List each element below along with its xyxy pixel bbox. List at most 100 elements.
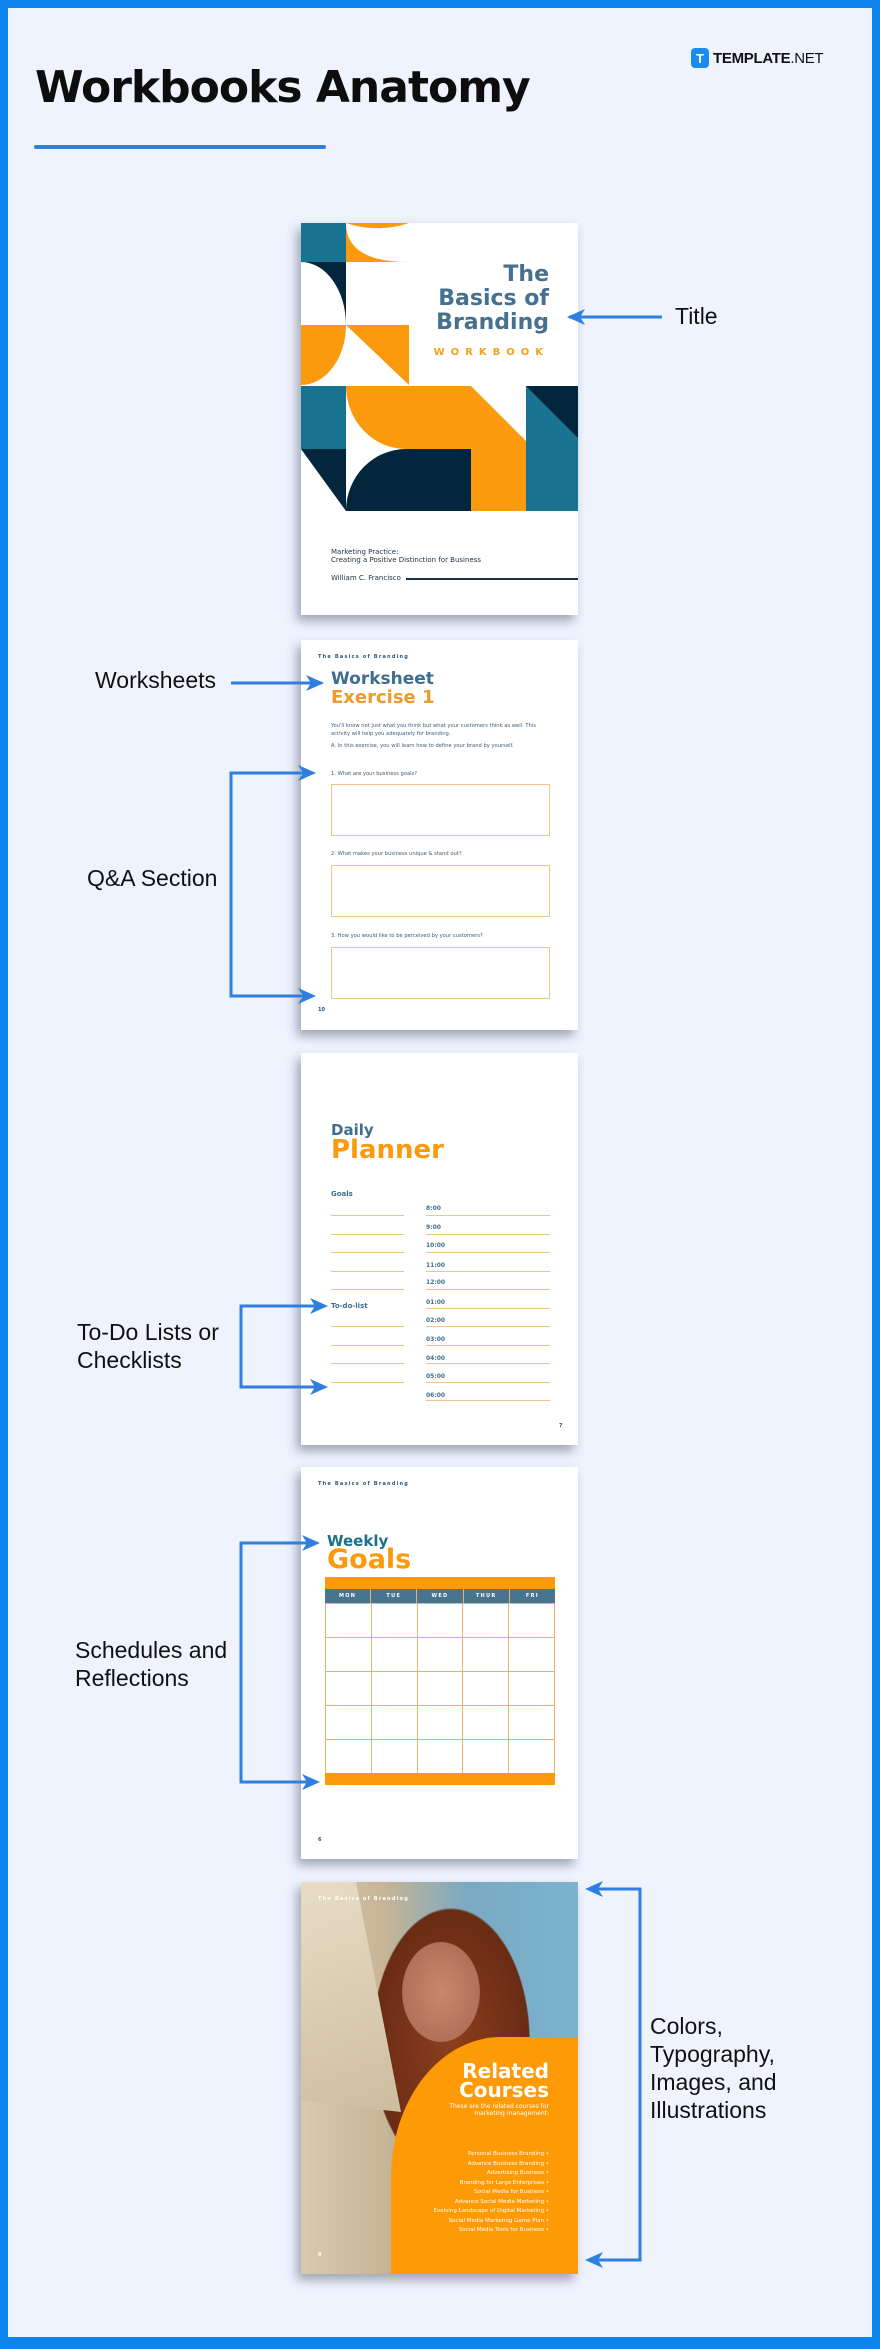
page-number: 10 xyxy=(318,1007,325,1013)
course-item: Advance Social Media Marketing xyxy=(434,2198,549,2208)
page-number: 6 xyxy=(318,1837,322,1843)
time-slot: 9:00 xyxy=(426,1224,441,1231)
weekly-title-small: Weekly xyxy=(327,1532,389,1550)
day-header: TUE xyxy=(371,1589,418,1603)
label-colors-typography: Colors, Typography, Images, and Illustra… xyxy=(650,2013,777,2123)
course-item: Advance Business Branding xyxy=(434,2160,549,2170)
todo-line xyxy=(331,1326,404,1327)
page-number: 8 xyxy=(318,2252,322,2258)
schedule-bracket xyxy=(239,1541,310,1784)
page-title: Workbooks Anatomy xyxy=(35,62,531,113)
day-header: WED xyxy=(417,1589,464,1603)
time-slot: 03:00 xyxy=(426,1336,446,1343)
goal-line xyxy=(331,1271,404,1272)
time-slot: 05:00 xyxy=(426,1373,446,1380)
logo-text: TEMPLATE.NET xyxy=(713,49,824,67)
label-qa-section: Q&A Section xyxy=(87,865,218,891)
answer-box-2 xyxy=(331,865,550,917)
weekly-goals-table: MON TUE WED THUR FRI xyxy=(325,1577,555,1785)
page-number: 7 xyxy=(559,1423,563,1429)
table-row xyxy=(325,1637,555,1671)
answer-box-1 xyxy=(331,784,550,836)
time-line xyxy=(426,1326,550,1327)
time-slot: 06:00 xyxy=(426,1392,446,1399)
goal-line xyxy=(331,1215,404,1216)
time-line xyxy=(426,1215,550,1216)
question-1: 1. What are your business goals? xyxy=(331,771,418,777)
cover-title: The Basics of Branding xyxy=(436,262,549,335)
time-line xyxy=(426,1289,550,1290)
todo-line xyxy=(331,1382,404,1383)
label-title: Title xyxy=(675,303,718,329)
label-worksheets: Worksheets xyxy=(95,667,217,693)
running-head: The Basics of Branding xyxy=(318,654,410,660)
course-item: Personal Business Branding xyxy=(434,2150,549,2160)
todo-heading: To-do-list xyxy=(331,1302,368,1310)
cover-description: Marketing Practice: Creating a Positive … xyxy=(331,548,482,564)
cover-rule xyxy=(406,578,578,580)
question-3: 3. How you would like to be perceived by… xyxy=(331,933,483,939)
time-slot: 8:00 xyxy=(426,1205,441,1212)
time-line xyxy=(426,1345,550,1346)
time-line xyxy=(426,1308,550,1309)
day-header: MON xyxy=(325,1589,372,1603)
time-slot: 01:00 xyxy=(426,1299,446,1306)
running-head: The Basics of Branding xyxy=(318,1481,410,1487)
cover-author: William C. Francisco xyxy=(331,574,401,582)
colors-bracket xyxy=(595,1887,642,2262)
course-item: Branding for Large Enterprises xyxy=(434,2179,549,2189)
table-header: MON TUE WED THUR FRI xyxy=(325,1589,555,1603)
table-row xyxy=(325,1739,555,1773)
time-slot: 02:00 xyxy=(426,1317,446,1324)
worksheet-subtitle: Exercise 1 xyxy=(331,687,435,708)
time-line xyxy=(426,1234,550,1235)
time-line xyxy=(426,1252,550,1253)
answer-box-3 xyxy=(331,947,550,999)
day-header: THUR xyxy=(464,1589,510,1603)
worksheet-title: Worksheet xyxy=(331,669,434,689)
day-header: FRI xyxy=(525,1593,539,1599)
time-line xyxy=(426,1271,550,1272)
logo-badge-icon: T xyxy=(691,48,709,68)
table-row xyxy=(325,1705,555,1739)
table-row xyxy=(325,1603,555,1637)
time-line xyxy=(426,1382,550,1383)
course-item: Social Media Marketing Game Plan xyxy=(434,2217,549,2227)
related-courses-title: Related Courses xyxy=(459,2059,549,2102)
label-schedules: Schedules and Reflections xyxy=(75,1637,228,1691)
label-todo-lists: To-Do Lists or Checklists xyxy=(77,1319,219,1373)
related-courses-page: The Basics of Branding Related Courses T… xyxy=(301,1882,578,2274)
worksheet-instruction: A. In this exercise, you will learn how … xyxy=(331,743,514,749)
course-item: Social Media Tools for Business xyxy=(434,2226,549,2236)
course-list: Personal Business Branding Advance Busin… xyxy=(434,2150,549,2236)
cover-geometric-pattern xyxy=(301,223,578,511)
todo-line xyxy=(331,1345,404,1346)
worksheet-intro: You'll know not just what you think but … xyxy=(331,723,536,737)
planner-title-large: Planner xyxy=(331,1135,444,1165)
question-2: 2. What makes your business unique & sta… xyxy=(331,851,462,857)
cover-subtitle: WORKBOOK xyxy=(433,347,549,358)
goal-line xyxy=(331,1252,404,1253)
time-line xyxy=(426,1363,550,1364)
related-courses-description: These are the related courses for market… xyxy=(449,2103,549,2117)
weekly-goals-page: The Basics of Branding Weekly Goals MON … xyxy=(301,1467,578,1859)
todo-bracket xyxy=(239,1304,320,1389)
running-head: The Basics of Branding xyxy=(318,1896,410,1902)
course-item: Evolving Landscape of Digital Marketing xyxy=(434,2207,549,2217)
time-slot: 11:00 xyxy=(426,1262,446,1269)
qa-bracket xyxy=(229,771,313,998)
template-net-logo[interactable]: T TEMPLATE.NET xyxy=(691,48,824,68)
time-line xyxy=(426,1400,550,1401)
worksheet-page: The Basics of Branding Worksheet Exercis… xyxy=(301,640,578,1030)
cover-page: The Basics of Branding WORKBOOK Marketin… xyxy=(301,223,578,615)
planner-title-small: Daily xyxy=(331,1121,374,1139)
weekly-title-large: Goals xyxy=(327,1544,412,1575)
todo-line xyxy=(331,1363,404,1364)
table-top-bar xyxy=(325,1577,555,1589)
table-bottom-bar xyxy=(325,1773,555,1785)
course-item: Advertising Business xyxy=(434,2169,549,2179)
course-item: Social Media for Business xyxy=(434,2188,549,2198)
planner-page: Daily Planner Goals To-do-list 8:00 9:00… xyxy=(301,1053,578,1445)
goals-heading: Goals xyxy=(331,1190,353,1198)
